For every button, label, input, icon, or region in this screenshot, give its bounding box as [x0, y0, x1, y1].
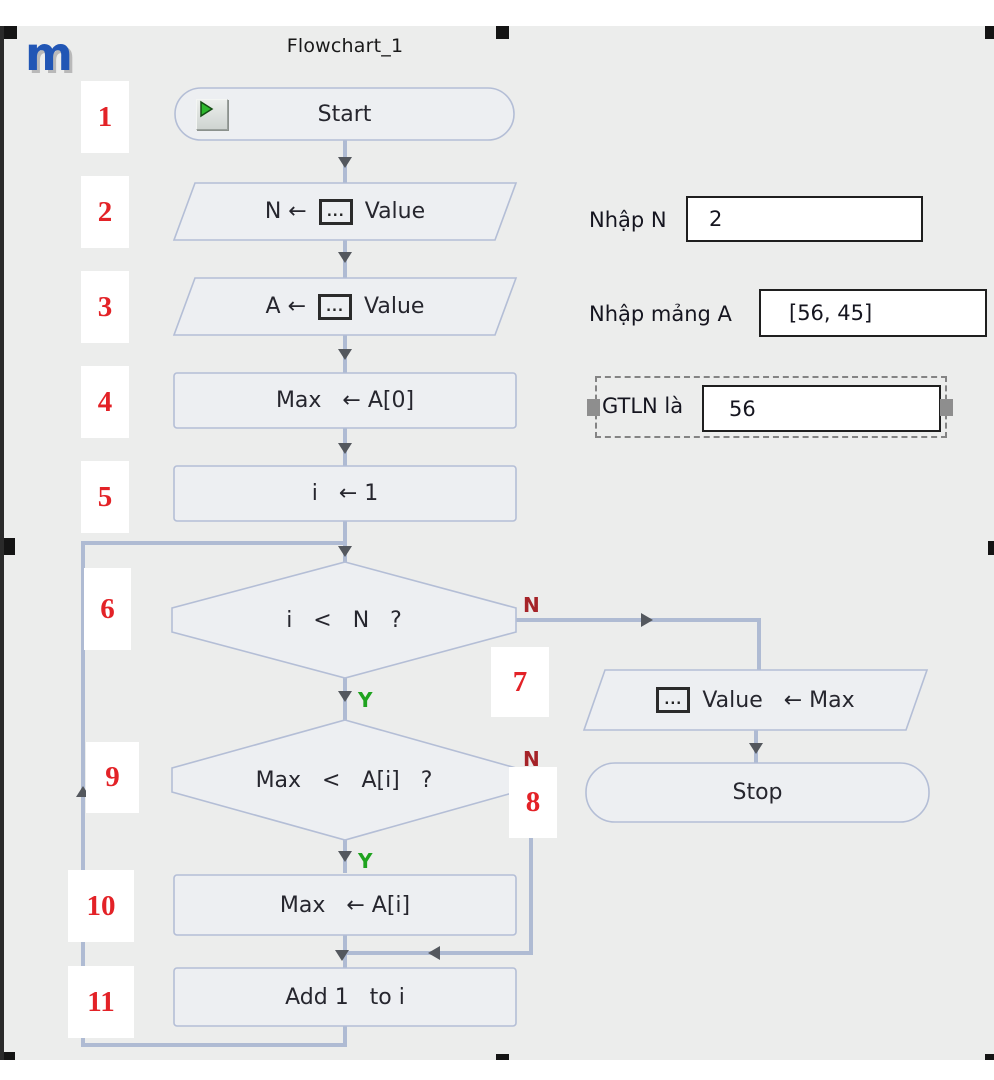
- play-triangle-icon: [200, 100, 214, 118]
- assign-max-i-label: Max ← A[i]: [174, 875, 516, 935]
- result-input[interactable]: 56: [702, 385, 941, 432]
- selection-handle-bottom-mid[interactable]: [496, 1054, 509, 1060]
- step-number-11: 11: [68, 966, 134, 1038]
- add-one-node-shape[interactable]: [173, 967, 517, 1027]
- result-label: GTLN là: [602, 394, 684, 418]
- resize-handle-left[interactable]: [587, 399, 600, 416]
- step-number-2: 2: [81, 176, 129, 248]
- step-number-6: 6: [84, 568, 131, 650]
- output-node-label: ... Value ← Max: [584, 670, 927, 730]
- stop-node-label: Stop: [586, 763, 929, 822]
- array-input-label: Nhập mảng A: [589, 302, 732, 326]
- input-a-suffix: Value: [364, 294, 425, 319]
- assign-max-i-text: Max ← A[i]: [279, 892, 411, 918]
- input-n-node-label: N ← ... Value: [174, 183, 516, 240]
- start-node-label: Start: [175, 88, 514, 140]
- assign-max-text: Max ← A[0]: [275, 388, 415, 413]
- input-n-node-shape[interactable]: [172, 182, 518, 241]
- branch-label-no-1: N: [523, 593, 540, 617]
- n-input-value: 2: [709, 207, 723, 231]
- input-a-node-label: A ← ... Value: [174, 278, 516, 335]
- n-input[interactable]: 2: [686, 196, 923, 242]
- assign-max-node-shape[interactable]: [173, 372, 517, 429]
- loop-back-line: [81, 541, 347, 1047]
- flowchart-title: Flowchart_1: [286, 35, 404, 57]
- input-a-node-shape[interactable]: [172, 277, 518, 336]
- decision-i-n-shape[interactable]: [171, 561, 517, 679]
- start-text: Start: [317, 101, 372, 127]
- decision-i-n-text: i < N ?: [286, 607, 402, 633]
- selection-handle-bottom-left[interactable]: [4, 1052, 15, 1060]
- branch-label-yes-2: Y: [358, 849, 373, 873]
- decision-max-label: Max < A[i] ?: [172, 720, 516, 840]
- step-number-3: 3: [81, 271, 129, 343]
- decision-i-n-label: i < N ?: [172, 562, 516, 678]
- step-number-4: 4: [81, 366, 129, 438]
- assign-max-label: Max ← A[0]: [174, 373, 516, 428]
- input-n-suffix: Value: [364, 199, 426, 224]
- selection-handle-top-right[interactable]: [985, 26, 994, 39]
- decision-max-text: Max < A[i] ?: [255, 767, 433, 793]
- flowchart-graphics: [76, 87, 930, 1047]
- branch-label-yes-1: Y: [358, 688, 373, 712]
- input-dialog-icon: ...: [318, 293, 353, 320]
- output-dialog-icon: ...: [656, 687, 691, 713]
- step-number-1: 1: [81, 81, 129, 153]
- step-number-10: 10: [68, 870, 134, 942]
- input-dialog-icon: ...: [318, 198, 353, 225]
- selection-handle-bottom-right[interactable]: [985, 1054, 994, 1060]
- step-number-5: 5: [81, 461, 129, 533]
- selection-handle-mid-left[interactable]: [4, 538, 15, 555]
- assign-max-i-node-shape[interactable]: [173, 874, 517, 936]
- resize-handle-right[interactable]: [940, 399, 953, 416]
- branch-label-no-2: N: [523, 747, 540, 771]
- step-number-9: 9: [86, 742, 139, 813]
- result-input-value: 56: [729, 396, 756, 421]
- selection-handle-top-mid[interactable]: [496, 26, 509, 39]
- input-a-prefix: A ←: [265, 294, 307, 319]
- output-node-shape[interactable]: [582, 669, 929, 731]
- array-input-value: [56, 45]: [789, 301, 873, 325]
- selection-handle-top-left[interactable]: [4, 26, 17, 39]
- assign-i-text: i ← 1: [311, 481, 379, 506]
- assign-i-node-shape[interactable]: [173, 465, 517, 522]
- selection-handle-mid-right[interactable]: [988, 541, 994, 555]
- input-n-prefix: N ←: [264, 199, 307, 224]
- run-play-icon[interactable]: [196, 99, 228, 130]
- stop-node-shape[interactable]: [585, 762, 930, 823]
- start-node-shape[interactable]: [174, 87, 515, 141]
- step-number-8: 8: [509, 767, 557, 838]
- add-one-text: Add 1 to i: [285, 984, 405, 1010]
- output-text: Value ← Max: [702, 687, 855, 713]
- branch-no-1-line: [516, 618, 761, 671]
- add-one-label: Add 1 to i: [174, 968, 516, 1026]
- assign-i-label: i ← 1: [174, 466, 516, 521]
- n-input-label: Nhập N: [589, 208, 667, 232]
- arrowheads: [76, 157, 763, 961]
- flowchart-canvas[interactable]: m Flowchart_1 Start N ← ... Value A ← ..…: [0, 26, 994, 1060]
- app-logo: m: [25, 27, 73, 81]
- step-number-7: 7: [491, 647, 549, 717]
- stop-text: Stop: [732, 780, 783, 805]
- array-input[interactable]: [56, 45]: [759, 289, 987, 337]
